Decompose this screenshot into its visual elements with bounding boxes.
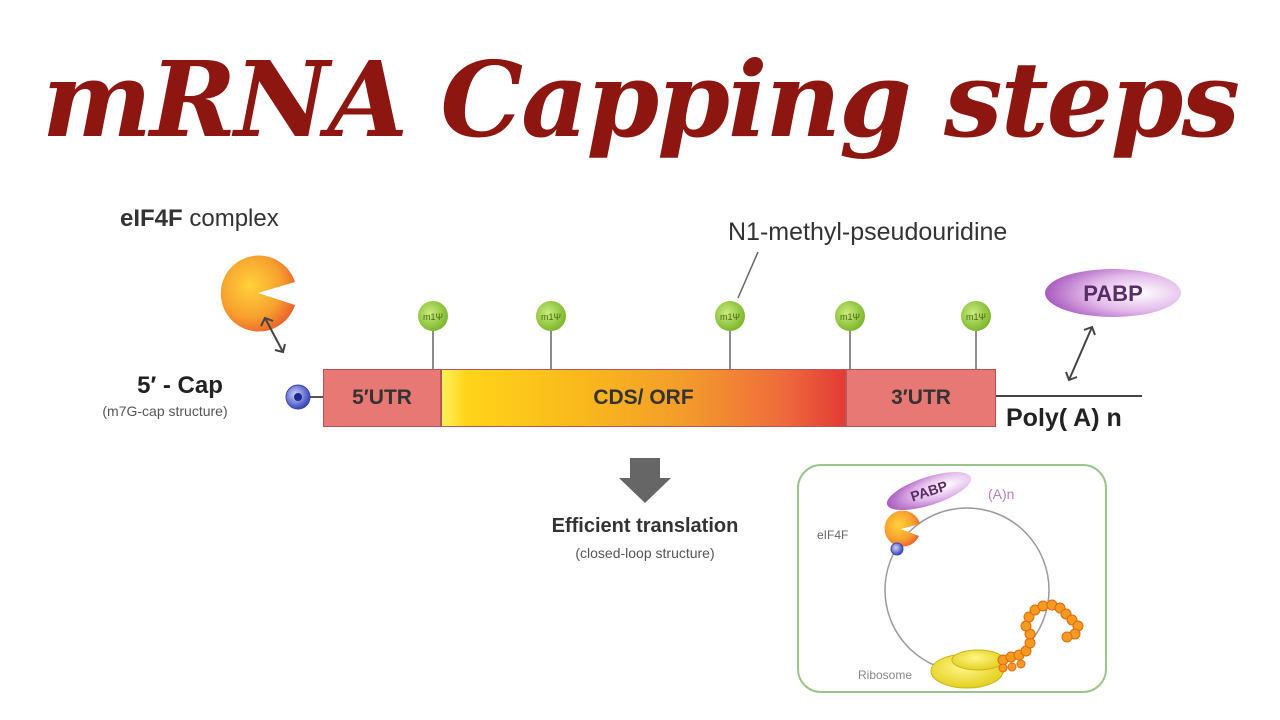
n1-methyl-pseudouridine-label: N1-methyl-pseudouridine	[728, 218, 1008, 246]
five-prime-cap-label: 5′ - Cap	[137, 372, 223, 399]
ribosome-label: Ribosome	[858, 668, 913, 682]
pabp-label: PABP	[1083, 281, 1143, 306]
closed-loop-inset-box	[797, 464, 1107, 693]
cds-orf-segment: CDS/ ORF	[441, 369, 846, 427]
pin-label-4: m1Ψ	[840, 312, 860, 322]
pin-label-2: m1Ψ	[541, 312, 561, 322]
eif4f-complex-label: eIF4F complex	[120, 205, 279, 233]
eif4f-double-arrow	[260, 316, 286, 354]
eif4f-label-bold: eIF4F	[120, 205, 183, 232]
polya-label: Poly( A) n	[1006, 404, 1122, 432]
utr5-segment: 5′UTR	[323, 369, 441, 427]
down-arrow	[619, 458, 671, 503]
efficient-translation-label: Efficient translation	[551, 515, 739, 537]
cap-structure-sublabel: (m7G-cap structure)	[102, 403, 228, 419]
n1-pointer-line	[737, 251, 759, 299]
closed-loop-sublabel: (closed-loop structure)	[575, 545, 715, 561]
pin-label-5: m1Ψ	[966, 312, 986, 322]
utr3-segment: 3′UTR	[846, 369, 996, 427]
modified-nucleoside-pins: m1Ψ m1Ψ m1Ψ m1Ψ m1Ψ	[418, 301, 991, 369]
inset-eif4f-label: eIF4F	[817, 528, 849, 542]
eif4f-label-rest: complex	[182, 205, 279, 232]
page-title: mRNA Capping steps	[41, 38, 1240, 161]
pabp-double-arrow	[1065, 325, 1096, 382]
pabp-shape	[1045, 269, 1181, 317]
pin-label-1: m1Ψ	[423, 312, 443, 322]
eif4f-shape	[220, 255, 295, 332]
pin-label-3: m1Ψ	[720, 312, 740, 322]
inset-polya-label: (A)n	[988, 486, 1015, 502]
